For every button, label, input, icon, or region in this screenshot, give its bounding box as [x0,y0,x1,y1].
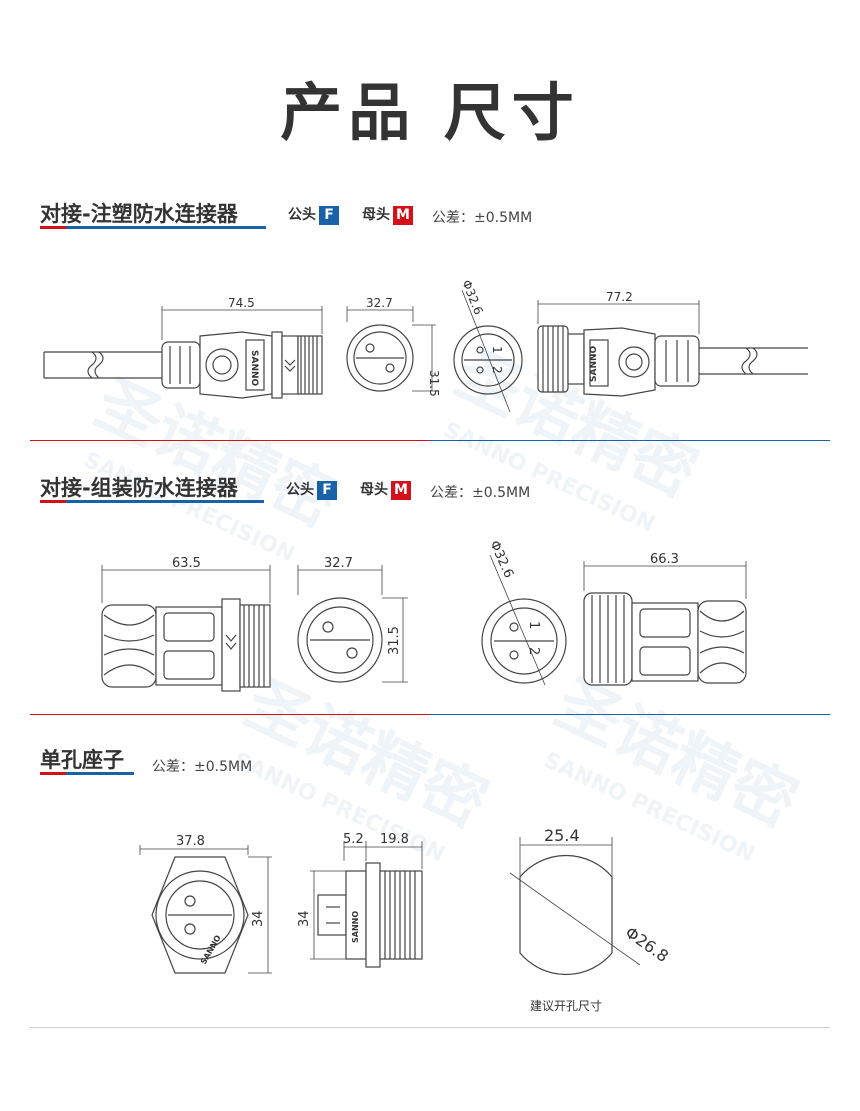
dim-face-height: 31.5 [427,370,441,397]
socket-side-view [537,300,808,397]
section1-underline [40,226,66,229]
male-label: 公头 [288,207,316,223]
section1-divider [30,440,430,441]
male-badge: F [317,480,337,500]
logo-text: SANNO [249,350,259,387]
plug-side-view [43,306,323,399]
section3-tolerance: 公差：±0.5MM [152,759,253,775]
dim-plug-length: 63.5 [172,556,201,571]
dim-flange-height: 34 [251,910,266,927]
pin-label-2: 2 [526,647,541,655]
dim-cut-dia: Φ26.8 [622,923,672,966]
page-title: 产品 尺寸 [280,76,580,149]
dim-cut-width: 25.4 [544,826,580,845]
male-badge: F [319,205,339,225]
section3-divider [30,1027,830,1028]
dim-flange-width: 37.8 [176,834,205,849]
dim-side-height: 34 [297,910,312,927]
section3-underline [66,772,134,775]
dim-side-a: 5.2 [343,832,364,847]
section2-drawings: 63.5 32.7 31.5 Φ32.6 66.3 1 2 [101,539,747,692]
dim-face-height: 31.5 [387,626,402,655]
pin-label-1: 1 [490,346,504,354]
section1-underline [66,226,266,229]
section2-underline [40,500,66,503]
section1-divider [430,440,830,441]
socket-front-view [453,289,523,413]
section3-title: 单孔座子 [40,748,124,772]
section2-divider [430,714,830,715]
female-label: 母头 [360,482,388,498]
plug-side-view [101,565,271,692]
female-badge: M [393,205,413,225]
plug-front-view [346,306,436,392]
dim-plug-length: 74.5 [228,296,255,310]
section1-drawings: 74.5 32.7 31.5 Φ32.6 77.2 1 2 SANNO SANN… [43,278,808,413]
socket-side-view [583,561,747,686]
section2-underline [66,500,264,503]
dim-socket-length: 66.3 [650,552,679,567]
plug-front-view [297,565,408,683]
section3-drawings: 37.8 34 34 5.2 19.8 25.4 Φ26.8 SANNO SAN… [139,826,672,1013]
flange-front-view [139,845,272,974]
dim-socket-dia: Φ32.6 [459,278,486,317]
female-badge: M [391,480,411,500]
male-label: 公头 [286,482,314,498]
section3-underline [40,772,66,775]
section2-tolerance: 公差：±0.5MM [430,485,531,501]
socket-front-view [481,554,567,686]
dim-socket-dia: Φ32.6 [486,539,516,581]
section2-divider [30,714,430,715]
female-label: 母头 [362,207,390,223]
logo-text: SANNO [589,345,599,382]
section1-title: 对接-注塑防水连接器 [40,202,238,226]
pin-label-1: 1 [526,621,541,629]
logo-text: SANNO [351,911,360,943]
section2-title: 对接-组装防水连接器 [40,476,238,500]
cutout-caption: 建议开孔尺寸 [530,999,602,1013]
dim-face-width: 32.7 [366,296,393,310]
section1-tolerance: 公差：±0.5MM [432,210,533,226]
flange-side-view [310,841,423,968]
pin-label-2: 2 [490,366,504,374]
dim-face-width: 32.7 [324,556,353,571]
dim-side-b: 19.8 [380,832,409,847]
dim-socket-length: 77.2 [606,290,633,304]
panel-cutout [509,837,641,975]
